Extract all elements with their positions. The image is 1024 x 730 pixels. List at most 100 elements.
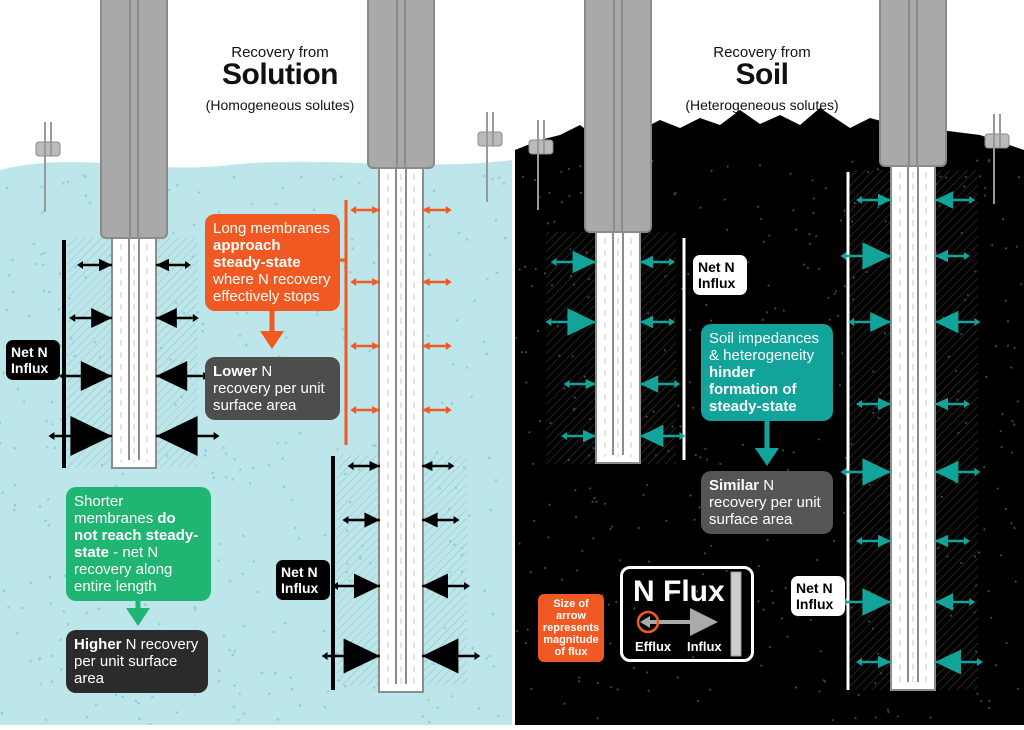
flux-arrow xyxy=(422,206,452,214)
sampler-clip xyxy=(477,131,503,147)
efflux-arrowhead xyxy=(964,537,970,545)
water-speck xyxy=(451,363,455,366)
water-speck xyxy=(349,270,352,274)
soil-speck xyxy=(990,616,993,619)
soil-title-line1: Recovery from xyxy=(713,44,811,61)
soil-speck xyxy=(757,600,760,603)
soil-speck xyxy=(515,336,518,339)
water-speck xyxy=(218,669,221,672)
water-speck xyxy=(297,537,301,540)
efflux-arrowhead xyxy=(474,652,481,660)
soil-speck xyxy=(786,468,789,471)
water-speck xyxy=(42,263,45,267)
water-speck xyxy=(290,498,294,501)
soil-speck xyxy=(525,381,528,384)
water-speck xyxy=(421,715,424,718)
water-speck xyxy=(272,630,276,634)
soil-speck xyxy=(699,456,702,459)
water-speck xyxy=(316,313,319,317)
water-speck xyxy=(231,653,234,657)
soil-speck xyxy=(802,263,806,266)
soil-speck xyxy=(976,692,979,695)
soil-speck xyxy=(1001,412,1004,416)
efflux-arrowhead xyxy=(964,252,970,260)
soil-speck xyxy=(680,287,684,290)
efflux-arrowhead xyxy=(674,380,681,388)
flux-arrow xyxy=(77,258,112,272)
water-speck xyxy=(217,210,221,214)
water-speck xyxy=(27,314,31,318)
soil-speck xyxy=(741,443,745,446)
flux-arrow xyxy=(640,255,675,269)
orange-down-arrow-head xyxy=(260,331,284,349)
water-speck xyxy=(29,659,32,663)
net-influx-label-long-solution: Net N Influx xyxy=(276,560,330,600)
soil-title: Soil xyxy=(735,58,789,91)
efflux-arrowhead xyxy=(321,652,328,660)
legend-efflux-arrowhead xyxy=(640,616,650,628)
water-speck xyxy=(48,576,52,579)
soil-speck xyxy=(983,528,986,531)
water-speck xyxy=(300,175,303,179)
soil-speck xyxy=(767,284,770,287)
water-speck xyxy=(489,508,492,512)
water-speck xyxy=(47,290,51,294)
water-speck xyxy=(13,503,17,507)
water-speck xyxy=(193,606,197,609)
water-speck xyxy=(193,693,197,697)
soil-speck xyxy=(1013,526,1016,530)
efflux-arrowhead xyxy=(964,400,970,408)
water-speck xyxy=(235,311,239,315)
water-speck xyxy=(251,466,255,470)
water-speck xyxy=(233,684,236,687)
soil-speck xyxy=(719,462,722,466)
soil-speck xyxy=(983,194,987,197)
efflux-arrowhead xyxy=(350,342,357,350)
water-speck xyxy=(495,271,499,275)
flux-arrow xyxy=(935,460,981,484)
soil-speck xyxy=(610,525,613,528)
probe-housing xyxy=(100,0,168,239)
water-speck xyxy=(451,695,454,698)
water-speck xyxy=(341,328,344,331)
water-speck xyxy=(312,208,316,211)
efflux-arrowhead xyxy=(58,372,65,380)
efflux-arrowhead xyxy=(563,380,570,388)
soil-speck xyxy=(609,642,612,645)
probe-long-solution xyxy=(367,0,435,693)
teal-down-arrow-head xyxy=(755,448,779,466)
soil-speck xyxy=(839,219,842,222)
flux-arrow xyxy=(640,315,675,329)
flux-arrow xyxy=(69,308,112,328)
soil-speck xyxy=(529,571,532,574)
efflux-arrowhead xyxy=(342,516,349,524)
flux-arrow xyxy=(422,573,470,599)
water-speck xyxy=(486,277,489,281)
water-speck xyxy=(485,352,489,356)
soil-speck xyxy=(760,664,763,667)
soil-speck xyxy=(759,217,763,220)
soil-speck xyxy=(792,451,795,454)
water-speck xyxy=(233,649,237,653)
efflux-arrowhead xyxy=(969,598,976,606)
water-speck xyxy=(468,514,471,517)
flux-arrow xyxy=(350,406,380,414)
soil-speck xyxy=(987,590,990,593)
water-speck xyxy=(50,654,53,657)
water-speck xyxy=(47,523,51,527)
water-speck xyxy=(332,177,336,181)
efflux-arrowhead xyxy=(848,318,855,326)
water-speck xyxy=(276,718,280,721)
water-speck xyxy=(58,272,62,275)
water-speck xyxy=(13,483,17,487)
panel-divider xyxy=(512,0,515,725)
soil-speck xyxy=(985,375,988,379)
solution-title-line1: Recovery from xyxy=(231,44,329,61)
water-speck xyxy=(217,680,221,683)
soil-speck xyxy=(817,438,820,441)
flux-arrow xyxy=(350,206,380,214)
water-speck xyxy=(197,191,201,194)
long-membranes-callout: Long membranes approach steady-state whe… xyxy=(205,214,340,311)
soil-speck xyxy=(1000,445,1003,449)
